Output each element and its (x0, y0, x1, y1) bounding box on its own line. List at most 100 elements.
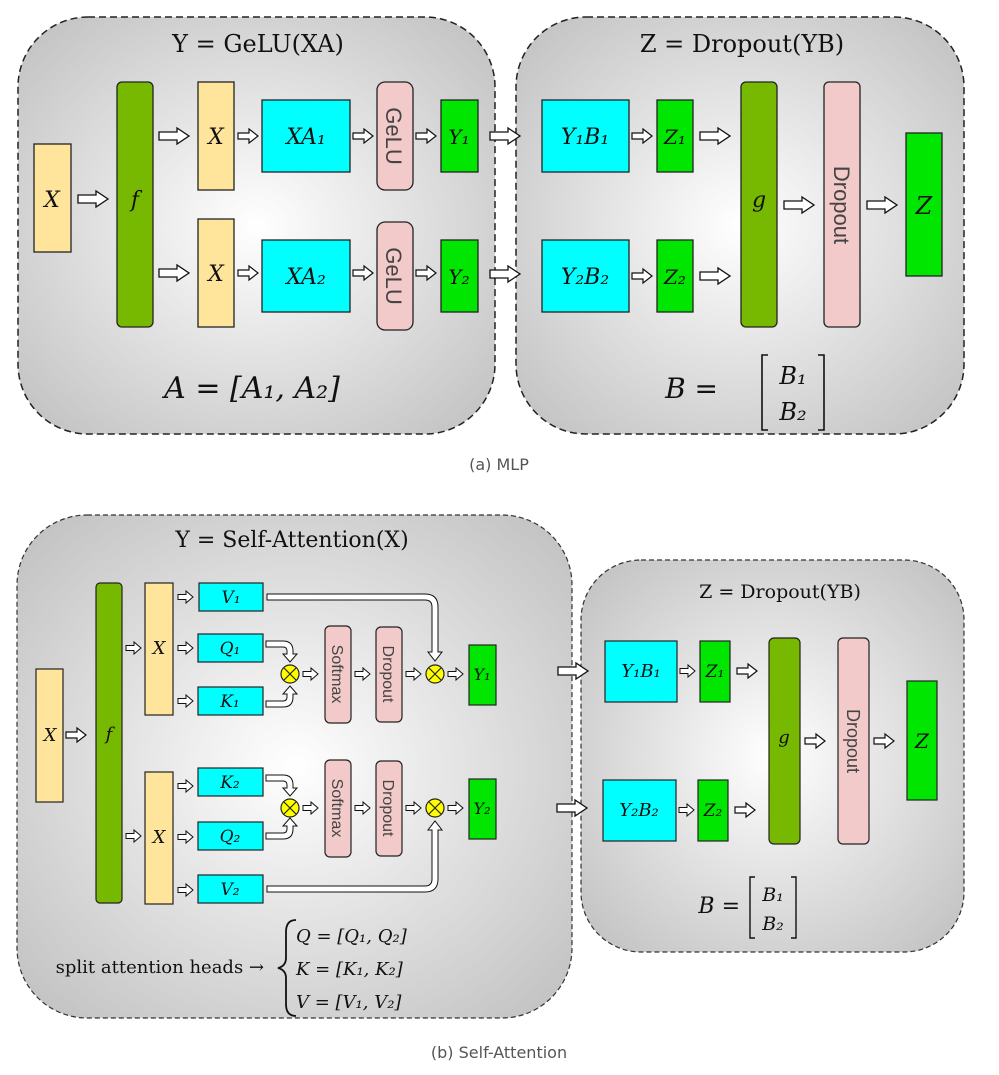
head2-v-multiply-icon (425, 798, 445, 818)
branch1-x-label: X (206, 125, 225, 150)
head1-softmax-box (324, 625, 352, 724)
panel-a-mlp: Y = GeLU(XA) X f X XA₁ GeLU Y₁ X (17, 16, 965, 474)
branch2-gelu-box (376, 221, 414, 331)
a-branch1-z-label: Z₁ (663, 125, 686, 149)
branch2-matmul-label: XA₂ (284, 265, 326, 290)
attn-input-x-box (35, 668, 64, 803)
panel-a-caption: (a) MLP (469, 455, 529, 474)
attention-block: Y = Self-Attention(X) X f X V₁ Q₁ K₁ (16, 514, 573, 1019)
a-branch1-matmul-label: Y₁B₁ (561, 125, 609, 150)
b-branch2-matmul-box (602, 779, 677, 842)
input-x-box (33, 143, 72, 253)
branch1-matmul-label: XA₁ (284, 125, 326, 150)
head1-v-label: V₁ (221, 588, 240, 608)
head1-dropout-label: Dropout (379, 646, 396, 703)
q-definition: Q = [Q₁, Q₂] (296, 926, 408, 947)
b-branch1-matmul-label: Y₁B₁ (621, 661, 661, 682)
head2-k-box (197, 767, 264, 797)
v-definition: V = [V₁, V₂] (296, 992, 402, 1013)
b-branch1-z-label: Z₁ (705, 662, 725, 682)
split-f-box (116, 81, 154, 328)
b-output-z-label: Z (914, 729, 930, 753)
dropout-block-b: Z = Dropout(YB) Y₁B₁ Z₁ Y₂B₂ Z₂ g Dropou… (556, 559, 965, 953)
panel-b-caption: (b) Self-Attention (431, 1043, 567, 1062)
dropout-block-a-frame (515, 16, 965, 435)
head2-dropout-label: Dropout (379, 780, 396, 837)
b-b-matrix-row1: B₁ (761, 884, 784, 906)
branch1-gelu-label: GeLU (381, 107, 406, 164)
reduce-g-box (740, 81, 778, 328)
b-branch2-z-label: Z₂ (703, 801, 723, 821)
b-b-matrix-row2: B₂ (761, 913, 784, 935)
a-b-matrix-brackets (761, 354, 825, 431)
branch1-x-box (197, 81, 235, 191)
b-branch1-z-box (699, 640, 731, 703)
a-branch2-matmul-label: Y₂B₂ (561, 265, 609, 290)
b-output-z-box (906, 680, 938, 801)
head2-v-label: V₂ (220, 880, 239, 900)
head1-v-bypass-arrow-icon (266, 593, 444, 662)
a-output-z-box (905, 132, 943, 277)
head1-dropout-box (375, 626, 403, 723)
b-reduce-g-box (768, 637, 801, 845)
head1-v-multiply-icon (425, 664, 445, 684)
a-branch1-matmul-box (541, 99, 630, 173)
left-brace-icon (277, 919, 297, 1017)
a-dropout-label: Dropout (829, 166, 854, 244)
gelu-block: Y = GeLU(XA) X f X XA₁ GeLU Y₁ X (17, 16, 496, 435)
a-output-z-label: Z (915, 192, 934, 220)
panel-b-self-attention: Y = Self-Attention(X) X f X V₁ Q₁ K₁ (16, 514, 965, 1062)
head1-qk-multiply-icon (280, 664, 300, 684)
branch1-y-box (440, 99, 479, 173)
head1-v-box (198, 582, 264, 612)
head2-x-box (144, 771, 174, 905)
dropout-block-a-title: Z = Dropout(YB) (640, 30, 844, 58)
a-branch2-matmul-box (541, 239, 630, 313)
a-branch2-z-box (656, 239, 694, 313)
head2-v-bypass-arrow-icon (266, 820, 444, 893)
curved-arrow-icon (265, 817, 299, 840)
attention-block-title: Y = Self-Attention(X) (174, 528, 408, 553)
curved-arrow-icon (265, 774, 299, 797)
a-branch1-z-box (656, 99, 694, 173)
branch1-gelu-box (376, 81, 414, 191)
head1-q-label: Q₁ (220, 639, 241, 659)
head2-y-box (468, 778, 497, 840)
head1-y-label: Y₁ (474, 665, 491, 684)
head1-k-label: K₁ (219, 692, 240, 712)
b-b-matrix-brackets (749, 876, 797, 939)
gelu-block-footer: A = [A₁, A₂] (161, 371, 340, 406)
head1-x-label: X (151, 638, 167, 659)
dropout-block-a: Z = Dropout(YB) Y₁B₁ Z₁ Y₂B₂ Z₂ g Dropou… (489, 16, 965, 435)
reduce-g-label: g (752, 188, 766, 213)
b-b-footer-lhs: B = (697, 894, 740, 919)
gelu-block-title: Y = GeLU(XA) (171, 30, 344, 58)
head2-k-label: K₂ (219, 773, 240, 793)
branch1-y-label: Y₁ (448, 125, 469, 149)
input-x-label: X (42, 188, 61, 213)
curved-arrow-icon (265, 685, 299, 708)
b-dropout-label: Dropout (843, 709, 863, 773)
head2-dropout-box (375, 760, 403, 857)
head2-q-box (197, 821, 264, 851)
branch2-matmul-box (261, 239, 351, 313)
head2-softmax-box (324, 759, 352, 858)
b-branch2-matmul-label: Y₂B₂ (619, 800, 659, 821)
head2-x-label: X (151, 827, 167, 848)
attn-input-x-label: X (42, 725, 58, 746)
k-definition: K = [K₁, K₂] (295, 959, 404, 980)
b-reduce-g-label: g (778, 727, 790, 748)
branch2-gelu-label: GeLU (381, 247, 406, 304)
a-dropout-box (823, 81, 861, 328)
head1-y-box (468, 644, 497, 706)
head1-x-box (144, 582, 174, 716)
head1-softmax-label: Softmax (328, 645, 345, 704)
b-branch1-matmul-box (604, 640, 678, 703)
head2-qk-multiply-icon (280, 798, 300, 818)
head2-q-label: Q₂ (220, 827, 241, 847)
a-b-footer-lhs: B = (664, 372, 718, 405)
split-heads-label: split attention heads → (56, 957, 264, 978)
branch2-x-label: X (206, 262, 225, 287)
a-branch2-z-label: Z₂ (663, 265, 686, 289)
